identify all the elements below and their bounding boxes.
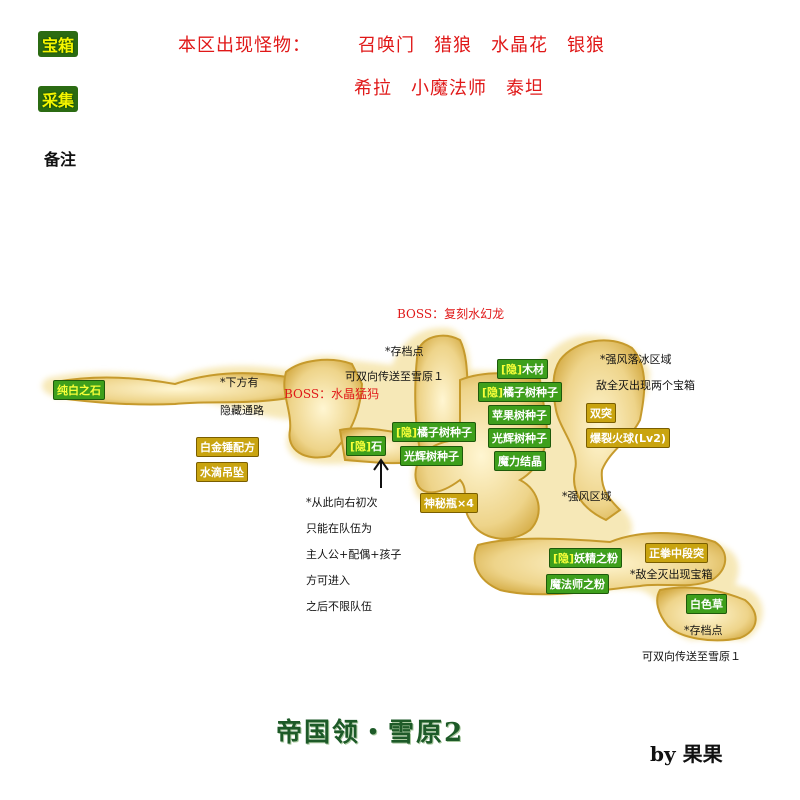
note-party-line1: 只能在队伍为 [306,522,372,535]
monster-list-line2: 希拉 小魔法师 泰坦 [354,78,544,99]
note-hidden-path: 隐藏通路 [220,404,264,417]
gather-lightning-seed-b: 光辉树种子 [488,428,551,448]
boss-crystal-mammoth: BOSS：水晶猛犸 [284,387,380,401]
author-signature: by 果果 [650,742,723,766]
gather-hidden-fairy-powder: [隐]妖精之粉 [549,548,623,568]
note-strong-wind: *强风区域 [562,490,612,503]
note-two-way-bottom: 可双向传送至雪原１ [642,650,741,663]
note-party-line2: 主人公+配偶+孩子 [306,548,402,561]
note-defeat-two-chests: 敌全灭出现两个宝箱 [596,379,695,392]
gather-legend: 采集 [38,86,79,112]
treasure-double-sudden: 双突 [586,403,616,423]
note-from-here: *从此向右初次 [306,496,378,509]
gather-magic-crystal: 魔力结晶 [494,451,546,471]
gather-apple-seed: 苹果树种子 [488,405,551,425]
note-defeat-one-chest: *敌全灭出现宝箱 [630,568,713,581]
note-party-line4: 之后不限队伍 [306,600,372,613]
treasure-drop-pendant: 水滴吊坠 [196,462,248,482]
gather-hidden-wood: [隐]木材 [497,359,549,379]
treasure-mystic-bottle: 神秘瓶×4 [420,493,478,513]
note-party-line3: 方可进入 [306,574,350,587]
note-save-point-bottom: *存档点 [684,624,723,637]
note-save-point-top: *存档点 [385,345,424,358]
gather-hidden-orange-seed-b: [隐]橘子树种子 [478,382,563,402]
treasure-legend: 宝箱 [38,31,79,57]
gather-hidden-stone: [隐]石 [346,436,387,456]
note-below-has: *下方有 [220,376,259,389]
gather-pure-white-stone: 纯白之石 [53,380,105,400]
gather-magic-teacher-powder: 魔法师之粉 [546,574,609,594]
note-two-way-top: 可双向传送至雪原１ [345,370,444,383]
notes-legend: 备注 [44,150,77,169]
gather-lightning-seed-a: 光辉树种子 [400,446,463,466]
gather-white-grass: 白色草 [686,594,727,614]
gather-hidden-orange-seed-a: [隐]橘子树种子 [392,422,477,442]
boss-dragon: BOSS：复刻水幻龙 [397,307,505,321]
note-strong-wind-ice: *强风落冰区域 [600,353,672,366]
treasure-platinum-hammer: 白金锤配方 [196,437,259,457]
map-title: 帝国领・雪原2 [276,718,465,748]
monster-prefix: 本区出现怪物： [178,35,311,56]
monster-list-line1: 召唤门 猎狼 水晶花 银狼 [358,35,605,56]
treasure-blast-fireball: 爆裂火球(Lv2) [586,428,670,448]
treasure-center-punch: 正拳中段突 [645,543,708,563]
up-arrow-icon [373,458,389,488]
